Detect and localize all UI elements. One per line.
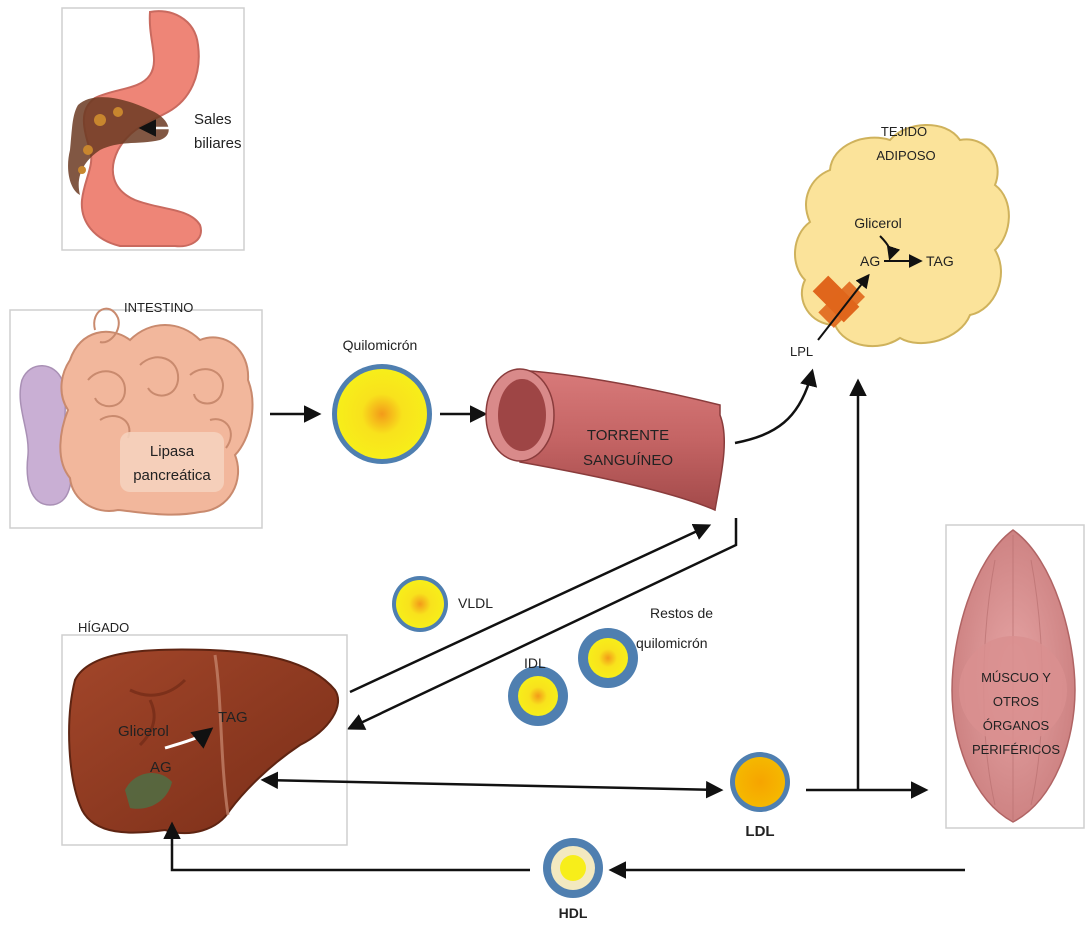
lpl-label: LPL bbox=[790, 344, 813, 359]
hdl-label: HDL bbox=[559, 905, 588, 921]
quilomicron-label: Quilomicrón bbox=[343, 337, 418, 353]
restos-label-line1: Restos de bbox=[650, 605, 713, 621]
torrente-label-line1: TORRENTE bbox=[587, 427, 669, 444]
musculo-label-line2: OTROS bbox=[993, 694, 1040, 709]
musculo-label-line3: ÓRGANOS bbox=[983, 718, 1050, 733]
higado-panel bbox=[62, 635, 347, 845]
intestine-panel: INTESTINO Lipasa pancreática bbox=[10, 300, 262, 528]
glicerol-adipose-label: Glicerol bbox=[854, 215, 901, 231]
quilomicron-particle bbox=[332, 364, 432, 464]
sales-biliares-label-line1: Sales bbox=[194, 111, 232, 128]
stomach-panel: Sales biliares bbox=[62, 8, 244, 250]
tag-adipose-label: TAG bbox=[926, 253, 954, 269]
ldl-particle bbox=[730, 752, 790, 812]
tejido-label-line2: ADIPOSO bbox=[876, 148, 935, 163]
idl-label: IDL bbox=[524, 655, 546, 671]
vldl-particle bbox=[392, 576, 448, 632]
ldl-label: LDL bbox=[745, 823, 774, 840]
glicerol-liver-label: Glicerol bbox=[118, 723, 169, 740]
ag-adipose-label: AG bbox=[860, 253, 880, 269]
musculo-label-line1: MÚSCUO Y bbox=[981, 670, 1051, 685]
intestino-label: INTESTINO bbox=[124, 300, 193, 315]
torrente-label-line2: SANGUÍNEO bbox=[583, 452, 673, 469]
sales-biliares-label-line2: biliares bbox=[194, 135, 242, 152]
tag-liver-label: TAG bbox=[218, 709, 248, 726]
lipasa-label-line2: pancreática bbox=[133, 467, 211, 484]
tejido-label-line1: TEJIDO bbox=[881, 124, 927, 139]
idl-particle bbox=[508, 666, 568, 726]
restos-label-line2: quilomicrón bbox=[636, 635, 708, 651]
restos-quilomicron-particle bbox=[578, 628, 638, 688]
arrow-torrente-to-adipose bbox=[735, 372, 812, 443]
hdl-particle bbox=[543, 838, 603, 898]
lipasa-label-line1: Lipasa bbox=[150, 443, 195, 460]
higado-label: HÍGADO bbox=[78, 620, 129, 635]
musculo-label-line4: PERIFÉRICOS bbox=[972, 742, 1060, 757]
vldl-label: VLDL bbox=[458, 595, 493, 611]
ag-liver-label: AG bbox=[150, 759, 172, 776]
